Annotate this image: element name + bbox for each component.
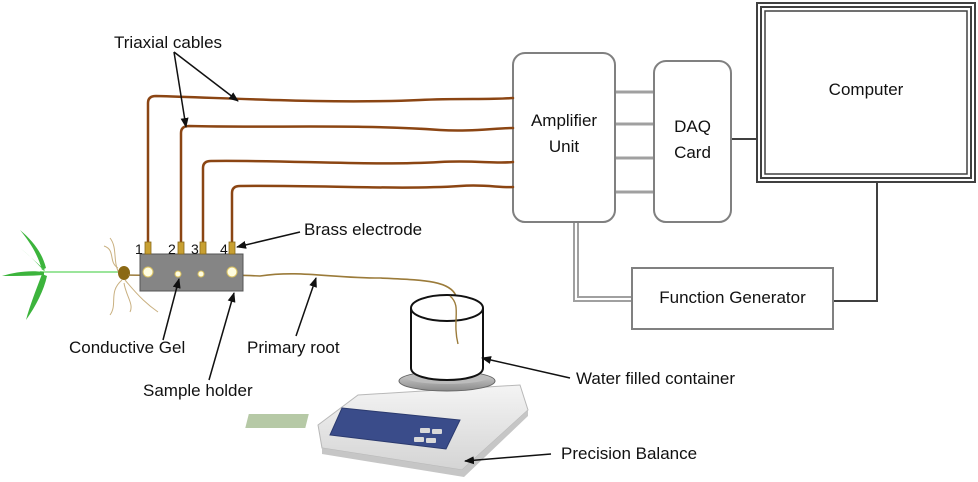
balance-keys bbox=[414, 428, 442, 443]
callout-arrows bbox=[162, 231, 571, 465]
cable-3 bbox=[201, 159, 515, 245]
conductive-gel-label: Conductive Gel bbox=[69, 338, 186, 357]
plant-leaf-upper bbox=[20, 230, 46, 270]
primary-root-label: Primary root bbox=[247, 338, 340, 357]
cable-1 bbox=[146, 94, 515, 245]
electrode-number-1: 1 bbox=[135, 241, 143, 257]
seed bbox=[118, 266, 130, 280]
water-filled-container bbox=[410, 294, 484, 381]
plant-leaf-left bbox=[2, 271, 44, 276]
precision-balance-illustration bbox=[245, 370, 529, 477]
electrode-number-4: 4 bbox=[220, 241, 228, 257]
sample-holder-arrow bbox=[208, 292, 236, 381]
water-filled-container-label: Water filled container bbox=[576, 369, 736, 388]
primary-root-arrow bbox=[295, 277, 317, 337]
daq-card-label: DAQ Card bbox=[654, 114, 731, 166]
plant-leaf-lower bbox=[26, 274, 47, 320]
computer-function-generator-wire bbox=[833, 182, 878, 302]
daq-card-box bbox=[653, 60, 732, 223]
root-in-container bbox=[449, 295, 459, 345]
plant-shoot bbox=[2, 230, 118, 320]
precision-balance-arrow bbox=[464, 453, 552, 465]
amplifier-unit-box bbox=[512, 52, 616, 223]
conductive-gel-wells bbox=[142, 266, 238, 278]
amplifier-daq-wires bbox=[615, 90, 654, 194]
brass-electrode-label: Brass electrode bbox=[304, 220, 423, 239]
electrode-number-3: 3 bbox=[191, 241, 199, 257]
cable-4 bbox=[230, 184, 515, 245]
conductive-gel-arrow bbox=[162, 278, 181, 341]
sample-holder-body bbox=[139, 253, 244, 292]
sample-holder-label: Sample holder bbox=[143, 381, 253, 400]
computer-label: Computer bbox=[828, 80, 904, 99]
precision-balance-label: Precision Balance bbox=[561, 444, 698, 463]
amplifier-unit-label-line2: Unit bbox=[548, 137, 580, 156]
amplifier-unit-label: Amplifier Unit bbox=[513, 108, 615, 160]
daq-card-label-line1: DAQ bbox=[674, 117, 711, 136]
function-generator-label: Function Generator bbox=[659, 288, 806, 307]
triaxial-cables-label: Triaxial cables bbox=[114, 33, 223, 52]
plant-leaf-mid bbox=[20, 248, 45, 271]
computer-box bbox=[756, 2, 976, 183]
balance-display bbox=[245, 414, 309, 428]
function-generator-box bbox=[631, 267, 834, 330]
triaxial-callout-lines bbox=[173, 51, 239, 128]
electrode-number-2: 2 bbox=[168, 241, 176, 257]
daq-card-label-line2: Card bbox=[674, 143, 711, 162]
water-container-arrow bbox=[481, 356, 571, 379]
brass-electrode-arrow bbox=[236, 231, 301, 249]
amplifier-unit-label-line1: Amplifier bbox=[530, 111, 598, 130]
brass-electrodes bbox=[144, 241, 236, 255]
amplifier-function-generator-wire bbox=[573, 222, 632, 302]
